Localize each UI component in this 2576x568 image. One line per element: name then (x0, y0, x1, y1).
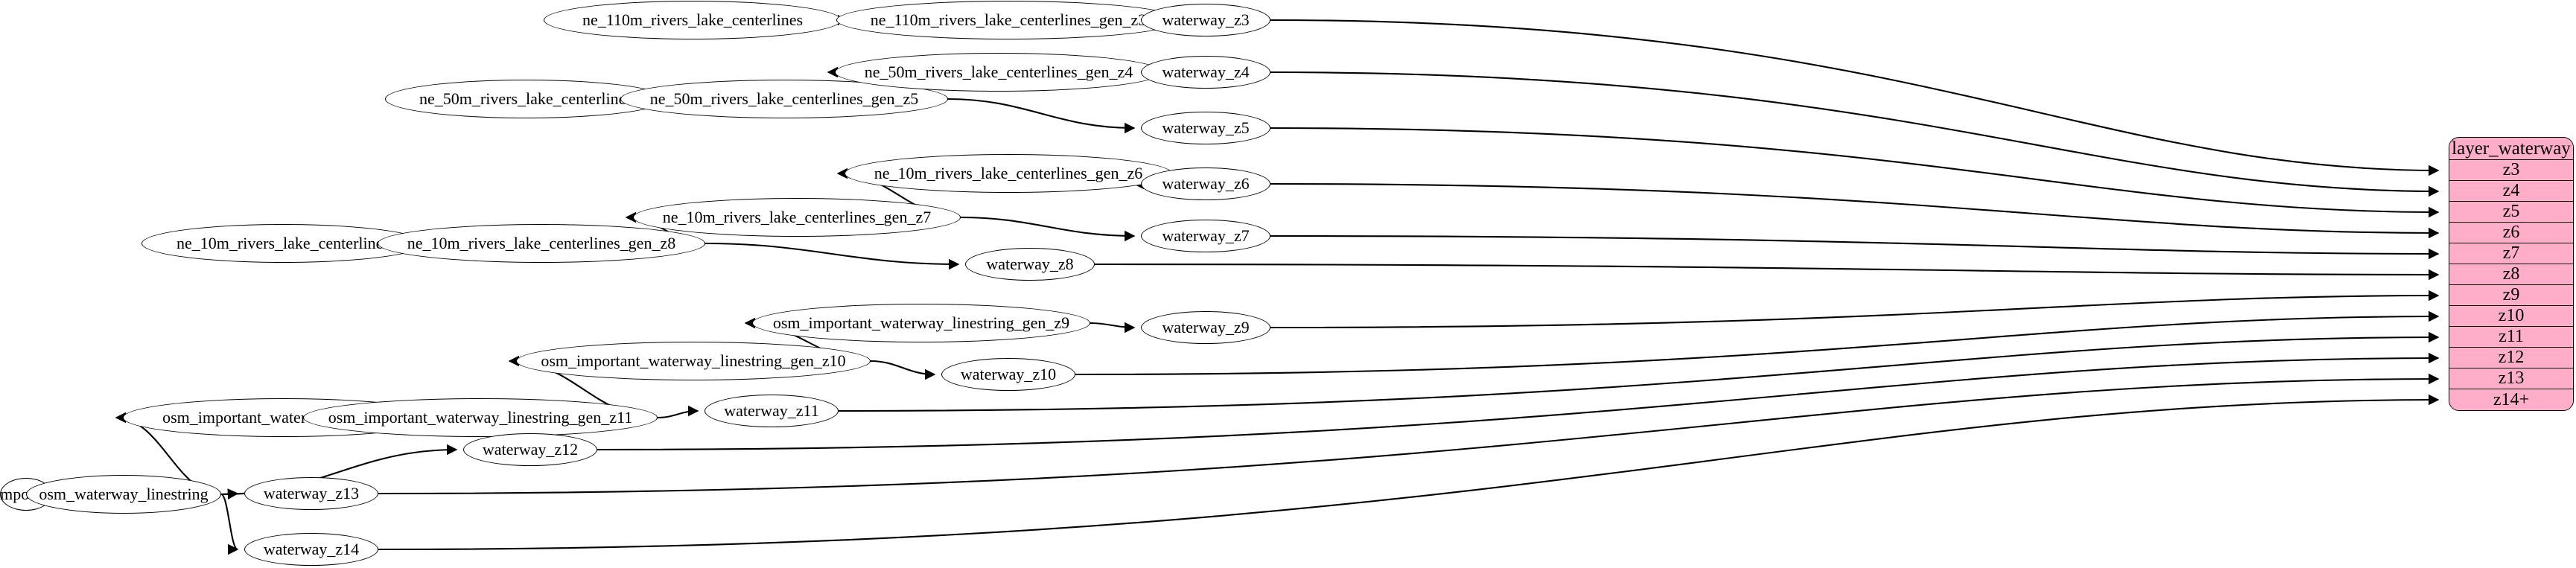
edge (1270, 19, 2440, 176)
edge (838, 331, 2440, 412)
node-waterway_z11[interactable]: waterway_z11 (705, 395, 839, 427)
layer-table-row-z14+[interactable]: z14+ (2449, 389, 2573, 410)
node-label: ne_50m_rivers_lake_centerlines_gen_z5 (649, 89, 919, 108)
edge (1094, 263, 2440, 281)
node-waterway_z13[interactable]: waterway_z13 (244, 477, 378, 510)
edge (1270, 182, 2440, 239)
node-label: waterway_z9 (1162, 318, 1250, 336)
node-label: osm_important_waterway_linestring_gen_z9 (772, 313, 1070, 332)
node-waterway_z9[interactable]: waterway_z9 (1141, 311, 1270, 344)
layer-table-row-z7[interactable]: z7 (2449, 243, 2573, 264)
edge (1270, 290, 2440, 329)
node-waterway_z7[interactable]: waterway_z7 (1141, 220, 1270, 252)
edge (220, 493, 239, 555)
edge (378, 394, 2440, 551)
node-label: waterway_z8 (986, 255, 1074, 273)
layer-table-row-z9[interactable]: z9 (2449, 285, 2573, 306)
node-ne_50m_rivers_lake_centerlines_gen_z4[interactable]: ne_50m_rivers_lake_centerlines_gen_z4 (835, 53, 1163, 92)
node-label: ne_10m_rivers_lake_centerlines_gen_z6 (874, 164, 1143, 182)
layer-table-row-z10[interactable]: z10 (2449, 306, 2573, 327)
node-osm_waterway_linestring[interactable]: osm_waterway_linestring (26, 475, 221, 514)
node-label: osm_important_waterway_linestring_gen_z1… (328, 408, 633, 427)
node-osm_important_waterway_linestring_gen_z10[interactable]: osm_important_waterway_linestring_gen_z1… (516, 342, 871, 380)
layer-table-row-z12[interactable]: z12 (2449, 348, 2573, 368)
node-waterway_z4[interactable]: waterway_z4 (1141, 56, 1270, 89)
edge (960, 216, 1136, 242)
node-label: osm_important_waterway_linestring_gen_z1… (541, 351, 846, 370)
edge (870, 360, 936, 380)
edge (1270, 127, 2440, 218)
node-waterway_z12[interactable]: waterway_z12 (463, 433, 597, 466)
node-label: ne_10m_rivers_lake_centerlines_gen_z8 (407, 234, 676, 252)
node-label: waterway_z11 (724, 401, 819, 420)
node-label: ne_110m_rivers_lake_centerlines_gen_z3 (870, 10, 1147, 29)
node-label: waterway_z10 (960, 365, 1057, 383)
node-label: waterway_z6 (1162, 174, 1250, 193)
layer-table-row-z5[interactable]: z5 (2449, 202, 2573, 223)
edge (1270, 71, 2440, 197)
layer-table-row-z3[interactable]: z3 (2449, 160, 2573, 181)
node-label: waterway_z3 (1162, 10, 1250, 29)
layer-table-row-z11[interactable]: z11 (2449, 327, 2573, 348)
node-ne_10m_rivers_lake_centerlines_gen_z8[interactable]: ne_10m_rivers_lake_centerlines_gen_z8 (378, 224, 705, 263)
edge (1270, 234, 2440, 260)
node-label: ne_10m_rivers_lake_centerlines_gen_z7 (662, 208, 932, 226)
node-label: waterway_z7 (1162, 226, 1250, 245)
node-waterway_z14[interactable]: waterway_z14 (244, 533, 378, 566)
node-label: ne_50m_rivers_lake_centerlines (419, 89, 632, 108)
node-label: osm_waterway_linestring (39, 485, 209, 503)
node-ne_110m_rivers_lake_centerlines_gen_z3[interactable]: ne_110m_rivers_lake_centerlines_gen_z3 (836, 1, 1180, 39)
node-label: waterway_z5 (1162, 118, 1250, 137)
node-label: waterway_z14 (263, 540, 360, 558)
node-label: ne_10m_rivers_lake_centerlines (176, 234, 389, 252)
edge (657, 405, 699, 419)
node-ne_10m_rivers_lake_centerlines_gen_z6[interactable]: ne_10m_rivers_lake_centerlines_gen_z6 (845, 154, 1172, 193)
node-label: ne_50m_rivers_lake_centerlines_gen_z4 (864, 63, 1133, 81)
node-label: waterway_z12 (482, 440, 579, 459)
edge (378, 373, 2440, 495)
node-waterway_z8[interactable]: waterway_z8 (965, 248, 1095, 281)
node-label: ne_110m_rivers_lake_centerlines (582, 10, 804, 29)
node-waterway_z5[interactable]: waterway_z5 (1141, 112, 1270, 144)
layer-table-row-z6[interactable]: z6 (2449, 223, 2573, 243)
edge (1090, 322, 1136, 334)
edge (1075, 310, 2440, 376)
layer-table-row-z4[interactable]: z4 (2449, 181, 2573, 202)
node-waterway_z3[interactable]: waterway_z3 (1141, 4, 1270, 36)
node-waterway_z6[interactable]: waterway_z6 (1141, 167, 1270, 200)
edge (705, 242, 960, 270)
edge (947, 98, 1136, 134)
node-waterway_z10[interactable]: waterway_z10 (941, 358, 1075, 391)
layer-table-header: layer_waterway (2449, 138, 2573, 160)
edge (597, 352, 2440, 451)
node-osm_important_waterway_linestring_gen_z11[interactable]: osm_important_waterway_linestring_gen_z1… (303, 398, 658, 437)
layer-table-row-z8[interactable]: z8 (2449, 264, 2573, 285)
node-osm_important_waterway_linestring_gen_z9[interactable]: osm_important_waterway_linestring_gen_z9 (752, 304, 1090, 342)
node-ne_110m_rivers_lake_centerlines[interactable]: ne_110m_rivers_lake_centerlines (544, 1, 842, 39)
layer-table-row-z13[interactable]: z13 (2449, 368, 2573, 389)
node-ne_10m_rivers_lake_centerlines_gen_z7[interactable]: ne_10m_rivers_lake_centerlines_gen_z7 (633, 198, 961, 237)
node-label: waterway_z4 (1162, 63, 1250, 81)
node-label: waterway_z13 (263, 484, 360, 502)
